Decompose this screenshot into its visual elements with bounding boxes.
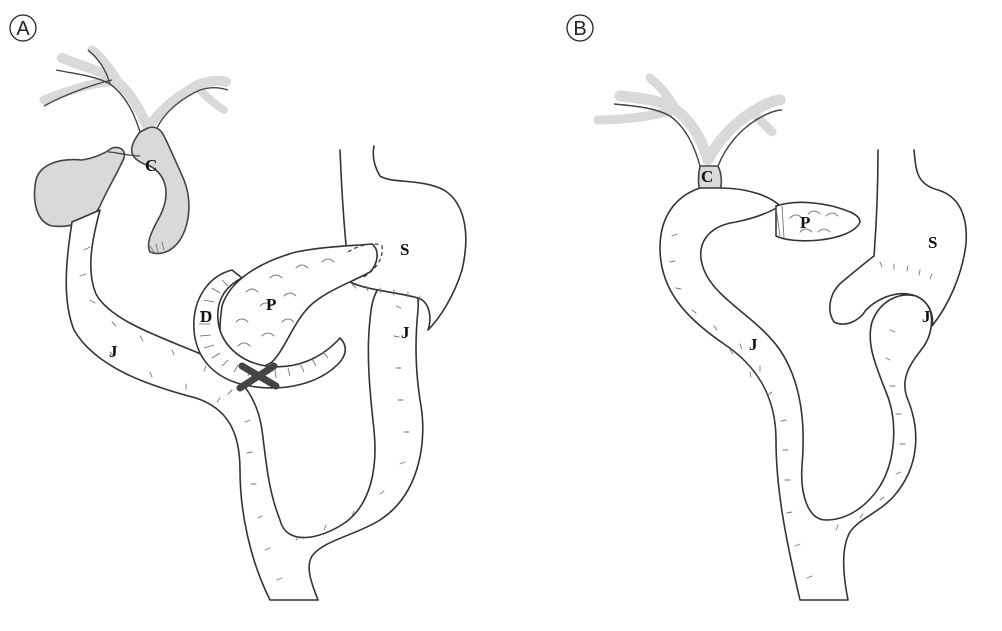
panel-b-label-j-right: J [922,307,931,326]
panel-b-label-c: C [701,167,713,186]
panel-a-ligation-mark [236,362,280,392]
panel-a-label-c: C [145,156,157,175]
panel-a-bile-duct [39,45,231,255]
panel-b-letter: B [573,18,586,40]
panel-b-label-s: S [928,233,937,252]
panel-b-jejunum-loop [659,187,933,601]
panel-b-stomach [829,149,968,327]
panel-b-label-p: P [800,213,810,232]
panel-a-marker: A [9,14,37,42]
panel-a-pancreas [219,243,378,370]
panel-a-label-p: P [266,295,276,314]
panel-a-label-j-right: J [401,323,410,342]
panel-b-label-j-left: J [749,335,758,354]
panel-b-bile-duct [593,73,786,191]
panel-b: B C P S J J [566,14,968,601]
panel-b-pancreas [775,201,861,242]
panel-a-label-j-left: J [109,342,118,361]
panel-a-gallbladder [33,146,126,228]
panel-a-letter: A [16,18,30,40]
panel-a: A [9,14,467,601]
panel-a-label-s: S [400,240,409,259]
panel-a-duodenum [193,269,347,389]
panel-a-label-d: D [200,307,212,326]
panel-b-marker: B [566,14,594,42]
panel-a-pancreas-tail [347,243,383,279]
